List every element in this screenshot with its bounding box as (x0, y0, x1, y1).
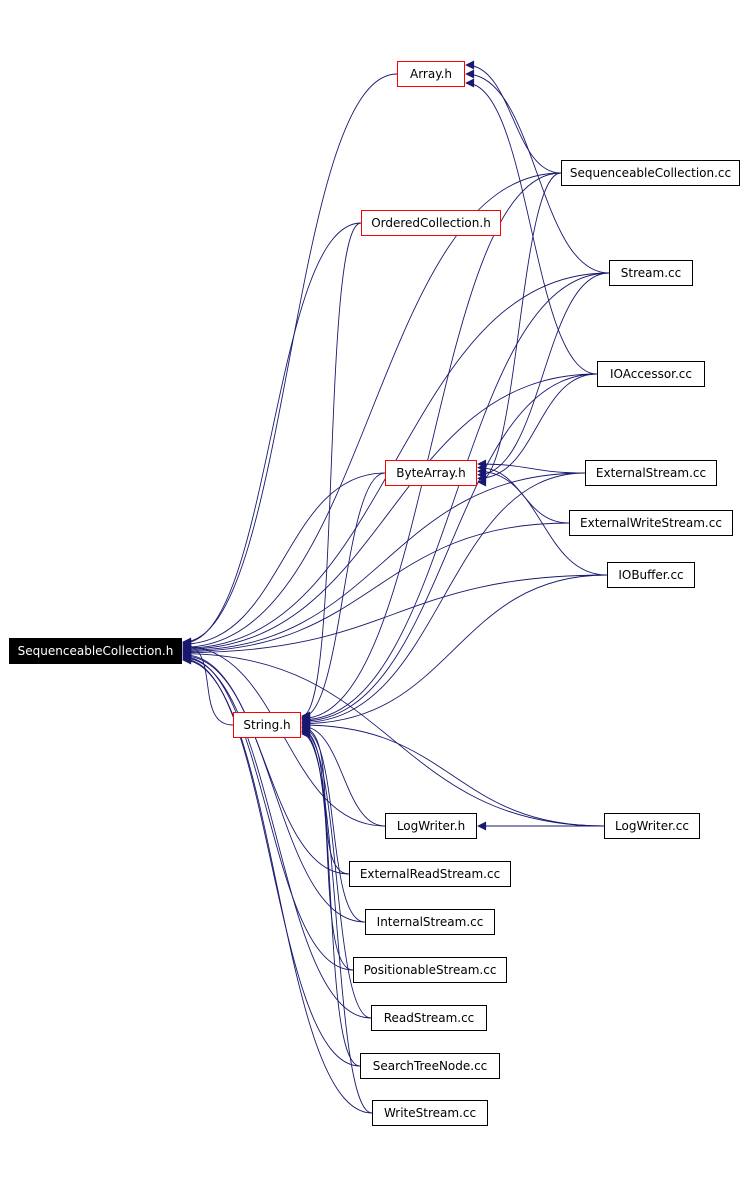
node-orderedcollection-h[interactable]: OrderedCollection.h (361, 210, 501, 236)
edge-ioaccessor_cc-to-root (182, 373, 598, 654)
edge-positionable_cc-to-string_h (301, 725, 354, 971)
edge-string_h-to-root (182, 640, 234, 726)
edge-seqcoll_cc-to-root (182, 172, 562, 652)
edge-writestream_cc-to-string_h (301, 729, 373, 1114)
edge-writestream_cc-to-root (182, 655, 373, 1114)
edge-extstream_cc-to-string_h (301, 472, 586, 727)
edge-extstream_cc-to-bytearray_h (477, 459, 586, 474)
edge-readstream_cc-to-root (182, 653, 372, 1019)
edge-searchtree_cc-to-string_h (301, 728, 361, 1067)
edge-ioaccessor_cc-to-bytearray_h (477, 373, 598, 483)
edge-bytearray_h-to-string_h (301, 472, 386, 722)
edge-iobuffer_cc-to-bytearray_h (477, 466, 608, 576)
edge-seqcoll_cc-to-bytearray_h (477, 172, 562, 487)
edge-readstream_cc-to-string_h (301, 726, 372, 1019)
edge-iobuffer_cc-to-string_h (301, 574, 608, 729)
edge-logwriter_cc-to-root (182, 649, 605, 827)
edge-extwrite_cc-to-root (182, 522, 570, 657)
node-externalstream-cc[interactable]: ExternalStream.cc (585, 460, 717, 486)
edge-ioaccessor_cc-to-array_h (465, 78, 598, 375)
edge-seqcoll_cc-to-string_h (301, 172, 562, 724)
edge-extread_cc-to-string_h (301, 723, 350, 875)
edge-ioaccessor_cc-to-string_h (301, 373, 598, 726)
edge-stream_cc-to-string_h (301, 272, 610, 725)
node-string-h[interactable]: String.h (233, 712, 301, 738)
edge-stream_cc-to-array_h (465, 69, 610, 274)
edge-extread_cc-to-root (182, 650, 350, 875)
node-externalwritestream-cc[interactable]: ExternalWriteStream.cc (569, 510, 733, 536)
node-positionablestream-cc[interactable]: PositionableStream.cc (353, 957, 507, 983)
node-sequenceablecollection-h[interactable]: SequenceableCollection.h (9, 638, 182, 664)
edge-iobuffer_cc-to-root (182, 574, 608, 658)
node-writestream-cc[interactable]: WriteStream.cc (372, 1100, 488, 1126)
node-logwriter-h[interactable]: LogWriter.h (385, 813, 477, 839)
node-internalstream-cc[interactable]: InternalStream.cc (365, 909, 495, 935)
edge-internal_cc-to-string_h (301, 724, 366, 923)
node-ioaccessor-cc[interactable]: IOAccessor.cc (597, 361, 705, 387)
node-sequenceablecollection-cc[interactable]: SequenceableCollection.cc (561, 160, 740, 186)
edge-stream_cc-to-bytearray_h (477, 272, 610, 480)
node-readstream-cc[interactable]: ReadStream.cc (371, 1005, 487, 1031)
edge-array_h-to-root (182, 73, 398, 647)
edge-logwriter_h-to-string_h (301, 721, 386, 827)
node-stream-cc[interactable]: Stream.cc (609, 260, 693, 286)
edge-positionable_cc-to-root (182, 652, 354, 971)
node-iobuffer-cc[interactable]: IOBuffer.cc (607, 562, 695, 588)
edge-bytearray_h-to-root (182, 472, 386, 649)
node-searchtreenode-cc[interactable]: SearchTreeNode.cc (360, 1053, 500, 1079)
edge-seqcoll_cc-to-array_h (465, 60, 562, 174)
edge-ordered_h-to-root (182, 222, 362, 648)
node-externalreadstream-cc[interactable]: ExternalReadStream.cc (349, 861, 511, 887)
edge-ordered_h-to-string_h (301, 222, 362, 721)
node-logwriter-cc[interactable]: LogWriter.cc (604, 813, 700, 839)
node-bytearray-h[interactable]: ByteArray.h (385, 460, 477, 486)
edge-internal_cc-to-root (182, 651, 366, 923)
node-array-h[interactable]: Array.h (397, 61, 465, 87)
edge-logwriter_cc-to-string_h (301, 720, 605, 827)
